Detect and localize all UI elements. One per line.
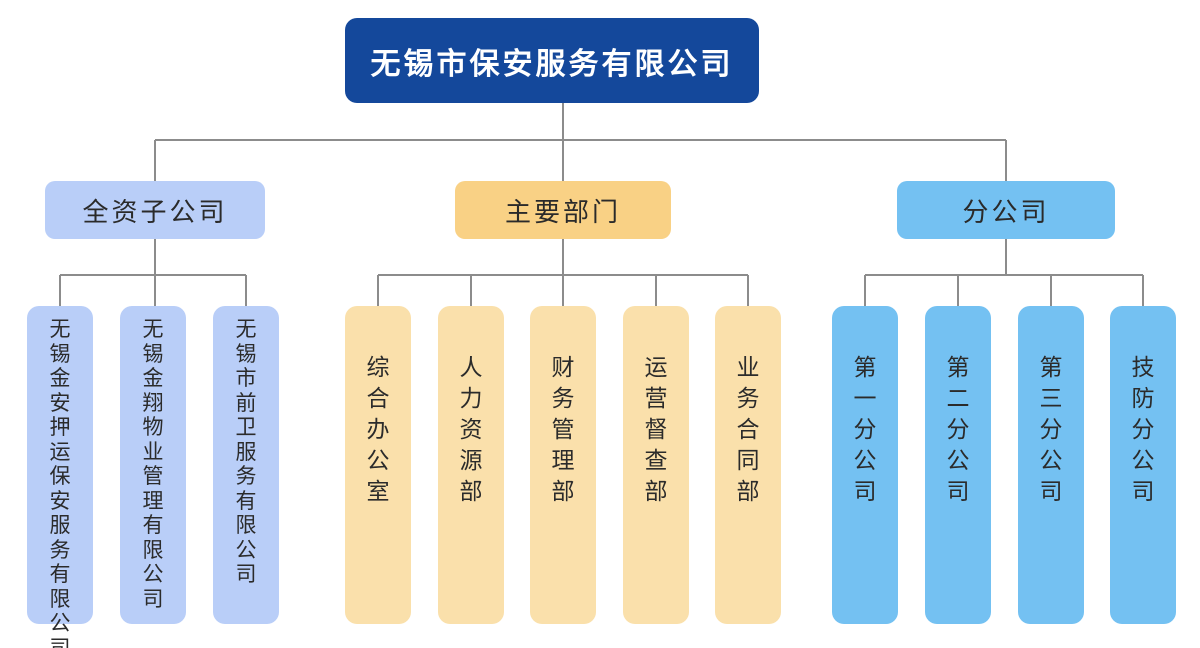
group-header-departments: 主要部门 [455, 181, 671, 239]
leaf-label: 技 防 分 公 司 [1131, 354, 1155, 504]
org-root-label: 无锡市保安服务有限公司 [370, 47, 734, 81]
leaf-label: 第 一 分 公 司 [853, 354, 877, 504]
leaf-label: 运 营 督 查 部 [644, 354, 668, 504]
leaf-node-branch-4: 技 防 分 公 司 [1110, 306, 1176, 624]
leaf-label: 人 力 资 源 部 [459, 354, 483, 504]
leaf-node-department-1: 综 合 办 公 室 [345, 306, 411, 624]
leaf-label: 综 合 办 公 室 [366, 354, 390, 504]
leaf-label: 无 锡 金 安 押 运 保 安 服 务 有 限 公 司 [49, 318, 71, 648]
leaf-node-branch-1: 第 一 分 公 司 [832, 306, 898, 624]
leaf-node-branch-3: 第 三 分 公 司 [1018, 306, 1084, 624]
leaf-label: 第 二 分 公 司 [946, 354, 970, 504]
leaf-label: 业 务 合 同 部 [736, 354, 760, 504]
group-header-label: 分公司 [962, 196, 1050, 227]
leaf-label: 第 三 分 公 司 [1039, 354, 1063, 504]
group-header-label: 全资子公司 [82, 196, 228, 227]
leaf-node-subsidiary-1: 无 锡 金 安 押 运 保 安 服 务 有 限 公 司 [27, 306, 93, 648]
org-root-node: 无锡市保安服务有限公司 [345, 18, 759, 103]
leaf-node-branch-2: 第 二 分 公 司 [925, 306, 991, 624]
leaf-node-subsidiary-3: 无 锡 市 前 卫 服 务 有 限 公 司 [213, 306, 279, 624]
leaf-node-department-5: 业 务 合 同 部 [715, 306, 781, 624]
group-header-subsidiaries: 全资子公司 [45, 181, 265, 239]
leaf-label: 无 锡 市 前 卫 服 务 有 限 公 司 [235, 318, 257, 586]
leaf-node-subsidiary-2: 无 锡 金 翔 物 业 管 理 有 限 公 司 [120, 306, 186, 624]
leaf-node-department-3: 财 务 管 理 部 [530, 306, 596, 624]
leaf-label: 无 锡 金 翔 物 业 管 理 有 限 公 司 [142, 318, 164, 611]
leaf-node-department-2: 人 力 资 源 部 [438, 306, 504, 624]
leaf-node-department-4: 运 营 督 查 部 [623, 306, 689, 624]
leaf-label: 财 务 管 理 部 [551, 354, 575, 504]
group-header-branches: 分公司 [897, 181, 1115, 239]
group-header-label: 主要部门 [504, 196, 621, 227]
